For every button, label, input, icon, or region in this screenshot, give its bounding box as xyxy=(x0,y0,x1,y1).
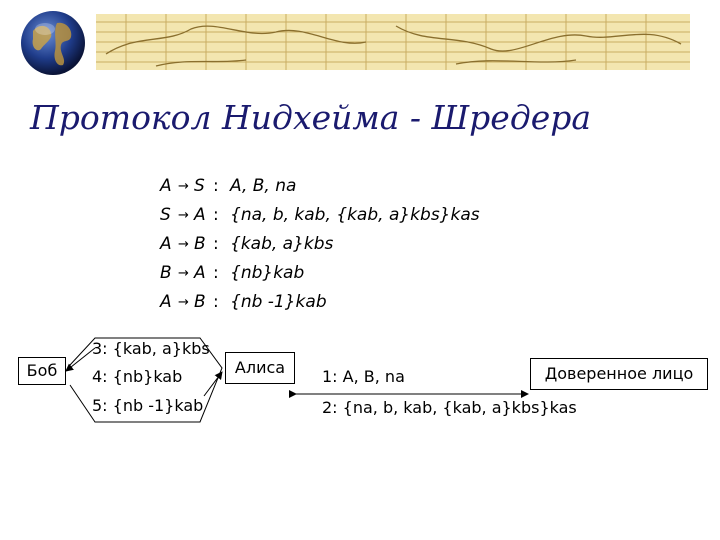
bob-node: Боб xyxy=(18,357,66,385)
step-sender: S xyxy=(160,205,171,225)
step-receiver: S xyxy=(194,176,205,196)
step-receiver: A xyxy=(194,205,206,225)
step-colon: : xyxy=(213,176,219,196)
step-sender: A xyxy=(160,292,172,312)
message-1: 1: A, B, na xyxy=(322,367,405,386)
alice-node: Алиса xyxy=(225,352,295,384)
step-sender: A xyxy=(160,176,172,196)
arrow-right-icon: → xyxy=(178,208,189,223)
step-receiver: B xyxy=(194,292,206,312)
step-message: {kab, a}kbs xyxy=(230,234,334,254)
step-colon: : xyxy=(213,292,219,312)
message-3: 3: {kab, a}kbs xyxy=(92,339,210,358)
step-colon: : xyxy=(213,205,219,225)
step-receiver: B xyxy=(194,234,206,254)
bob-arrow xyxy=(65,347,96,372)
message-5: 5: {nb -1}kab xyxy=(92,396,204,415)
step-message: A, B, na xyxy=(230,176,297,196)
step-sender: B xyxy=(160,263,172,283)
map-header-strip xyxy=(96,14,690,70)
globe-icon xyxy=(21,11,85,75)
step-sender: A xyxy=(160,234,172,254)
trusted-party-node: Доверенное лицо xyxy=(530,358,708,390)
alice-arrow-in xyxy=(203,371,223,397)
step-message: {na, b, kab, {kab, a}kbs}kas xyxy=(230,205,480,225)
arrow-right-icon: → xyxy=(178,266,189,281)
step-message: {nb}kab xyxy=(230,263,305,283)
message-2: 2: {na, b, kab, {kab, a}kbs}kas xyxy=(322,398,577,417)
bob-alice-link xyxy=(69,337,223,423)
arrow-right-icon: → xyxy=(178,179,189,194)
step-receiver: A xyxy=(194,263,206,283)
step-colon: : xyxy=(213,263,219,283)
message-4: 4: {nb}kab xyxy=(92,367,183,386)
arrow-right-icon: → xyxy=(178,295,189,310)
step-message: {nb -1}kab xyxy=(230,292,327,312)
arrow-right-icon: → xyxy=(178,237,189,252)
step-colon: : xyxy=(213,234,219,254)
page-title: Протокол Нидхейма - Шредера xyxy=(30,98,592,137)
